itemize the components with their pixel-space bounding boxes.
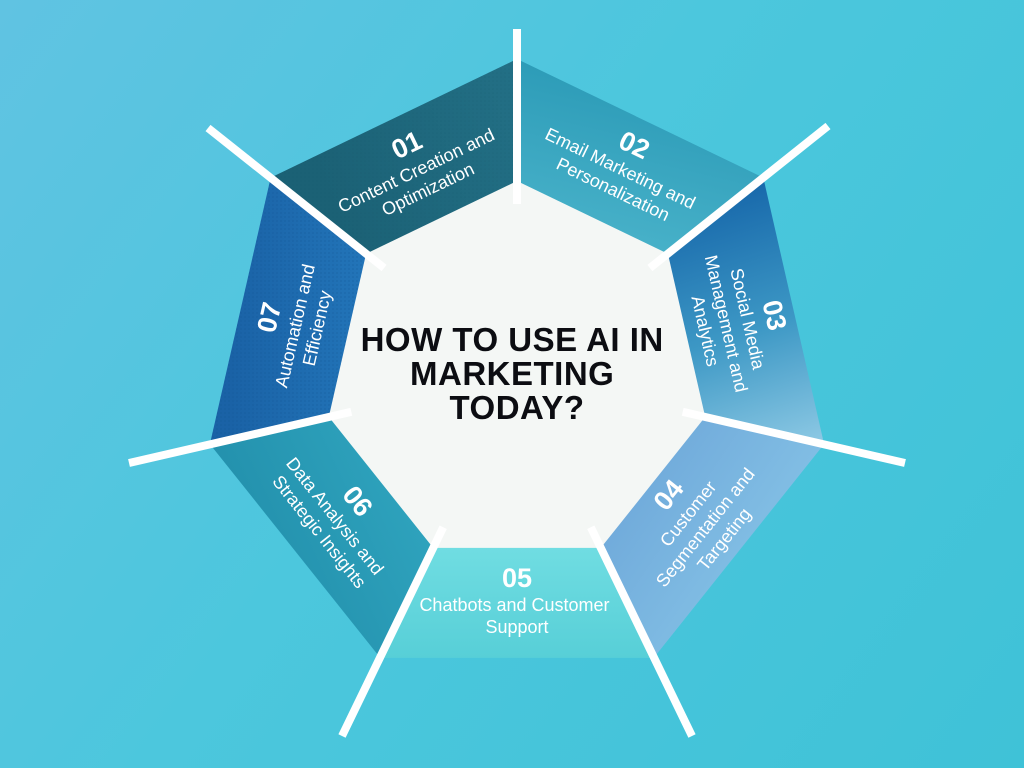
- segment-03-number: 03: [756, 297, 792, 333]
- segment-01-texture: [270, 59, 517, 254]
- segment-05-text: 05 Chatbots and Customer Support: [419, 563, 614, 637]
- segment-04: [600, 416, 825, 658]
- divider-spoke-lower-right: [587, 525, 696, 738]
- divider-spoke-upper-right: [647, 122, 831, 272]
- title-line-2: MARKETING: [410, 355, 614, 392]
- segment-07-texture: [209, 177, 367, 445]
- segment-05-label: Chatbots and Customer Support: [419, 595, 614, 637]
- page-title: HOW TO USE AI IN MARKETING TODAY?: [361, 321, 674, 426]
- segment-02: [517, 59, 764, 254]
- divider-spoke-left: [128, 407, 353, 467]
- center-heptagon: [325, 178, 709, 551]
- segment-03: [667, 177, 825, 445]
- divider-spoke-upper-left: [205, 124, 387, 272]
- segment-05: [380, 547, 654, 658]
- divider-spoke-right: [681, 407, 906, 467]
- segment-07-number: 07: [251, 299, 287, 335]
- title-line-1: HOW TO USE AI IN: [361, 321, 664, 358]
- title-line-3: TODAY?: [449, 389, 584, 426]
- segment-05-number: 05: [502, 563, 532, 593]
- divider-spoke-lower-left: [338, 525, 447, 738]
- segment-06: [209, 416, 434, 658]
